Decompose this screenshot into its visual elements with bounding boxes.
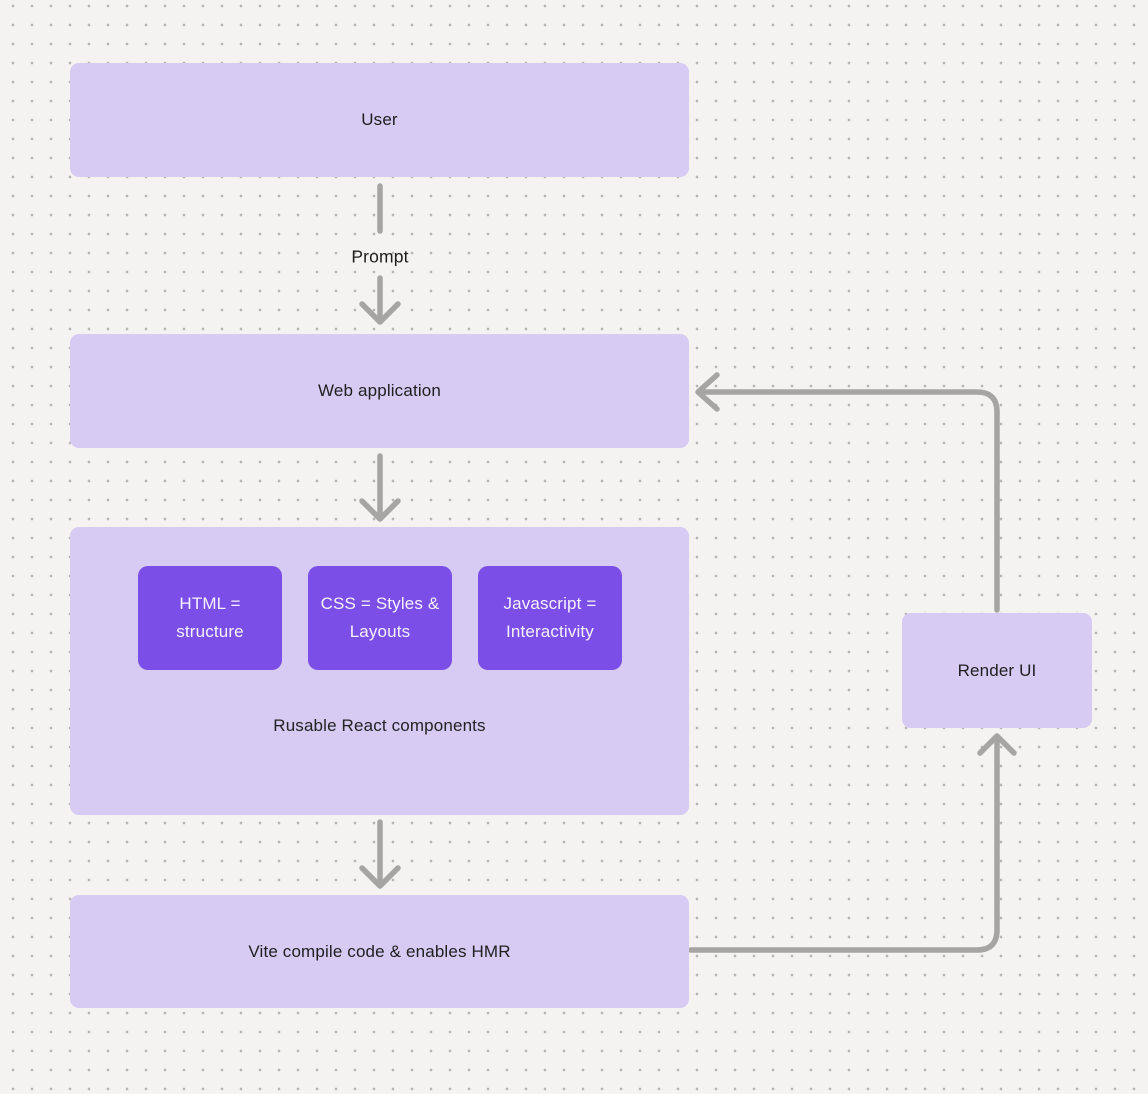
node-user[interactable]: User [70, 63, 689, 177]
node-html-structure[interactable]: HTML = structure [138, 566, 282, 670]
arrow-user-to-web-application [359, 183, 401, 325]
node-javascript-interactivity[interactable]: Javascript = Interactivity [478, 566, 622, 670]
edge-label-prompt: Prompt [351, 246, 409, 267]
arrow-components-to-vite [359, 819, 401, 889]
node-vite[interactable]: Vite compile code & enables HMR [70, 895, 689, 1008]
node-css-styles-label: CSS = Styles & Layouts [320, 594, 440, 641]
arrow-vite-to-render-ui [688, 733, 1017, 953]
node-html-structure-label: HTML = structure [176, 594, 244, 641]
node-css-styles[interactable]: CSS = Styles & Layouts [308, 566, 452, 670]
arrow-render-ui-to-web-application [695, 372, 1000, 613]
node-user-label: User [361, 110, 398, 129]
node-vite-label: Vite compile code & enables HMR [248, 941, 511, 961]
node-render-ui[interactable]: Render UI [902, 613, 1092, 728]
node-web-application[interactable]: Web application [70, 334, 689, 448]
node-web-application-label: Web application [318, 381, 441, 400]
node-components-group[interactable]: HTML = structure CSS = Styles & Layouts … [70, 527, 689, 815]
arrow-web-application-to-components [359, 453, 401, 522]
node-javascript-interactivity-label: Javascript = Interactivity [503, 594, 597, 641]
components-group-label: Rusable React components [273, 716, 486, 735]
node-render-ui-label: Render UI [957, 660, 1037, 680]
